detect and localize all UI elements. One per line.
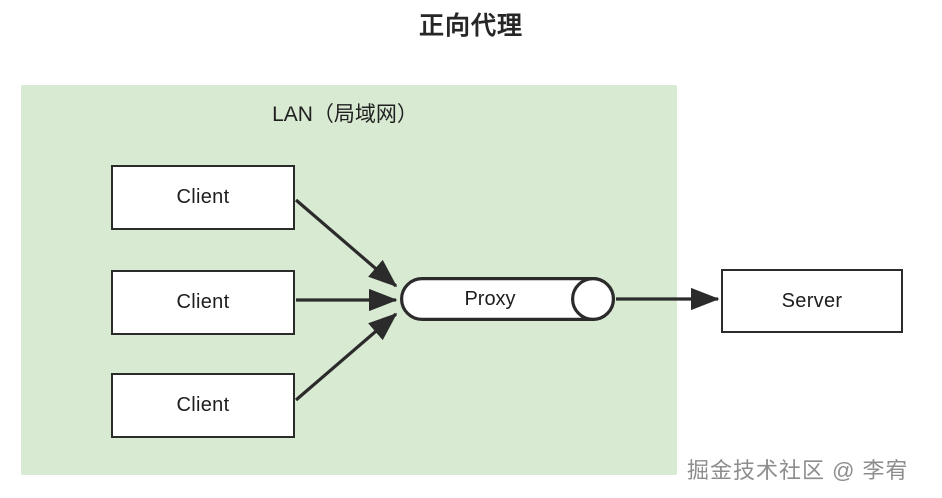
client-node-3-label: Client [176,394,230,416]
client-node-3[interactable]: Client [111,373,295,438]
lan-label: LAN（局域网） [272,103,418,126]
proxy-node[interactable] [400,277,615,321]
server-node[interactable]: Server [721,269,903,333]
client-node-1[interactable]: Client [111,165,295,230]
edge-client3-proxy [294,312,398,402]
watermark: 掘金技术社区 @ 李宥 [687,458,909,483]
edge-client1-proxy [294,198,398,288]
client-node-2-label: Client [176,291,230,313]
client-node-2[interactable]: Client [111,270,295,335]
client-node-1-label: Client [176,186,230,208]
page-title: 正向代理 [418,12,523,40]
server-node-label: Server [781,289,843,312]
